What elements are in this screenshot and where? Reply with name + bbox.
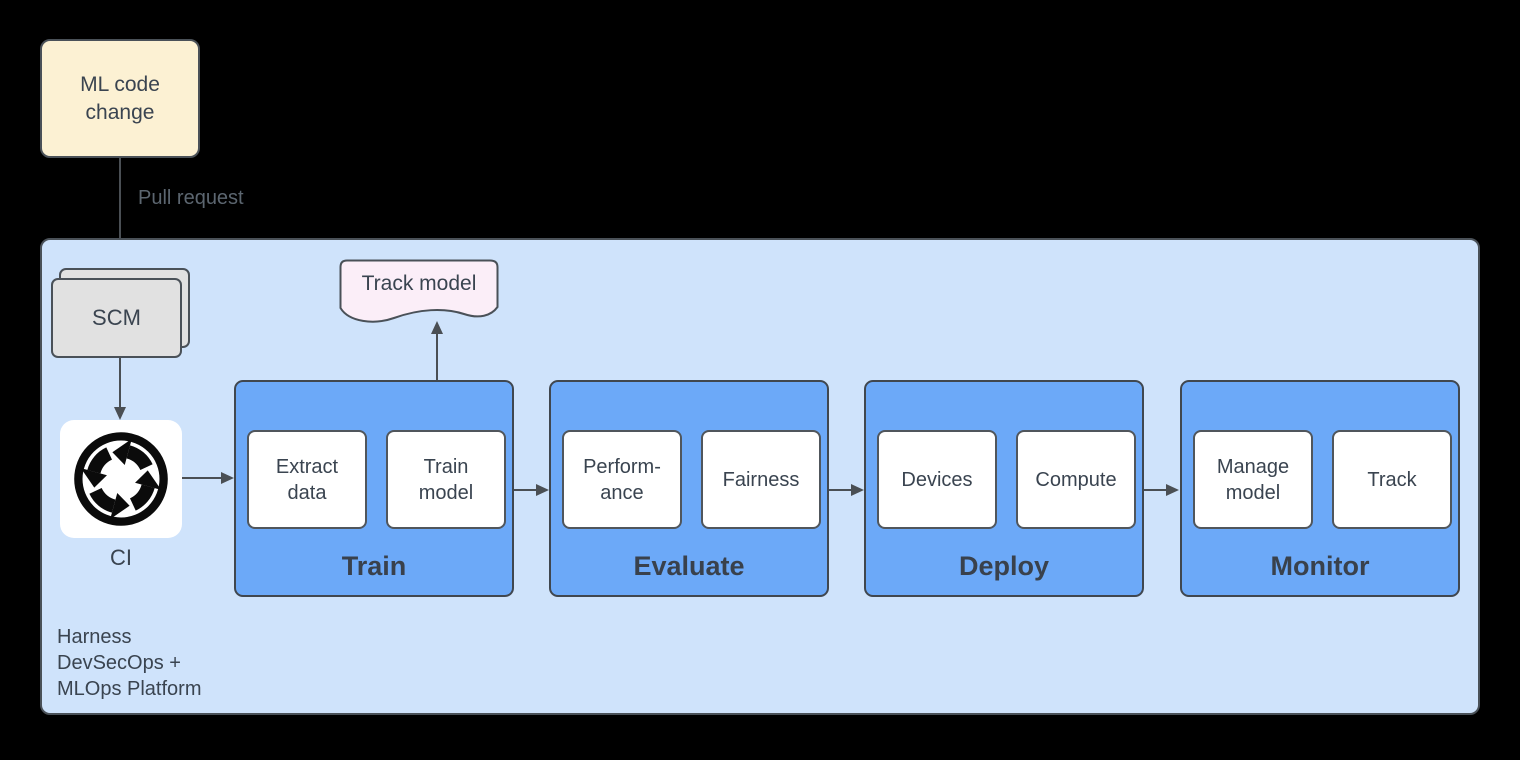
circular-sync-arrows-icon <box>74 432 168 526</box>
stage-item-label: Perform- ance <box>583 455 661 504</box>
arrow-evaluate-to-deploy-line <box>829 489 854 491</box>
stage-item-fairness: Fairness <box>701 430 821 529</box>
stage-item-label: Devices <box>901 468 973 491</box>
arrow-ci-to-train-line <box>182 477 222 479</box>
arrow-deploy-to-monitor-head <box>1166 484 1179 496</box>
track-model-label: Track model <box>361 272 477 295</box>
stage-title-evaluate: Evaluate <box>633 551 745 581</box>
stage-deploy: Devices Compute Deploy <box>864 380 1144 597</box>
arrow-train-to-evaluate-line <box>514 489 539 491</box>
stage-item-devices: Devices <box>877 430 997 529</box>
ci-label: CI <box>110 545 132 570</box>
stage-item-label: Compute <box>1035 468 1117 491</box>
stage-title-deploy: Deploy <box>958 551 1050 581</box>
document-shape <box>339 259 499 323</box>
arrow-ci-to-train-head <box>221 472 234 484</box>
pull-request-label: Pull request <box>138 187 244 209</box>
ci-node <box>60 420 182 538</box>
arrow-scm-to-ci-head <box>114 407 126 420</box>
arrow-scm-to-ci-line <box>119 358 121 408</box>
stage-title-monitor: Monitor <box>1270 551 1370 581</box>
stage-item-performance: Perform- ance <box>562 430 682 529</box>
ml-code-change-label: ML code change <box>80 73 160 124</box>
arrow-train-to-evaluate-head <box>536 484 549 496</box>
stage-item-compute: Compute <box>1016 430 1136 529</box>
stage-monitor: Manage model Track Monitor <box>1180 380 1460 597</box>
track-model-document: Track model <box>339 259 499 333</box>
stage-item-train-model: Train model <box>386 430 506 529</box>
stage-item-label: Manage model <box>1216 455 1290 504</box>
stage-item-manage-model: Manage model <box>1193 430 1313 529</box>
arrow-evaluate-to-deploy-head <box>851 484 864 496</box>
stage-item-label: Track <box>1367 468 1417 491</box>
stage-train: Extract data Train model Train <box>234 380 514 597</box>
stage-item-track: Track <box>1332 430 1452 529</box>
stage-title-train: Train <box>341 551 407 581</box>
arrow-train-to-track-line <box>436 333 438 380</box>
stage-item-label: Extract data <box>275 455 339 504</box>
arrow-train-to-track-head <box>431 321 443 334</box>
stage-item-label: Fairness <box>722 468 800 491</box>
arrow-deploy-to-monitor-line <box>1144 489 1169 491</box>
platform-label: Harness DevSecOps + MLOps Platform <box>57 626 202 700</box>
stage-evaluate: Perform- ance Fairness Evaluate <box>549 380 829 597</box>
ml-code-change-node: ML code change <box>40 39 200 158</box>
stage-item-label: Train model <box>418 455 474 504</box>
scm-node: SCM <box>51 278 182 358</box>
scm-label: SCM <box>92 305 141 330</box>
arrow-ml-to-scm-line <box>119 158 121 256</box>
stage-item-extract-data: Extract data <box>247 430 367 529</box>
